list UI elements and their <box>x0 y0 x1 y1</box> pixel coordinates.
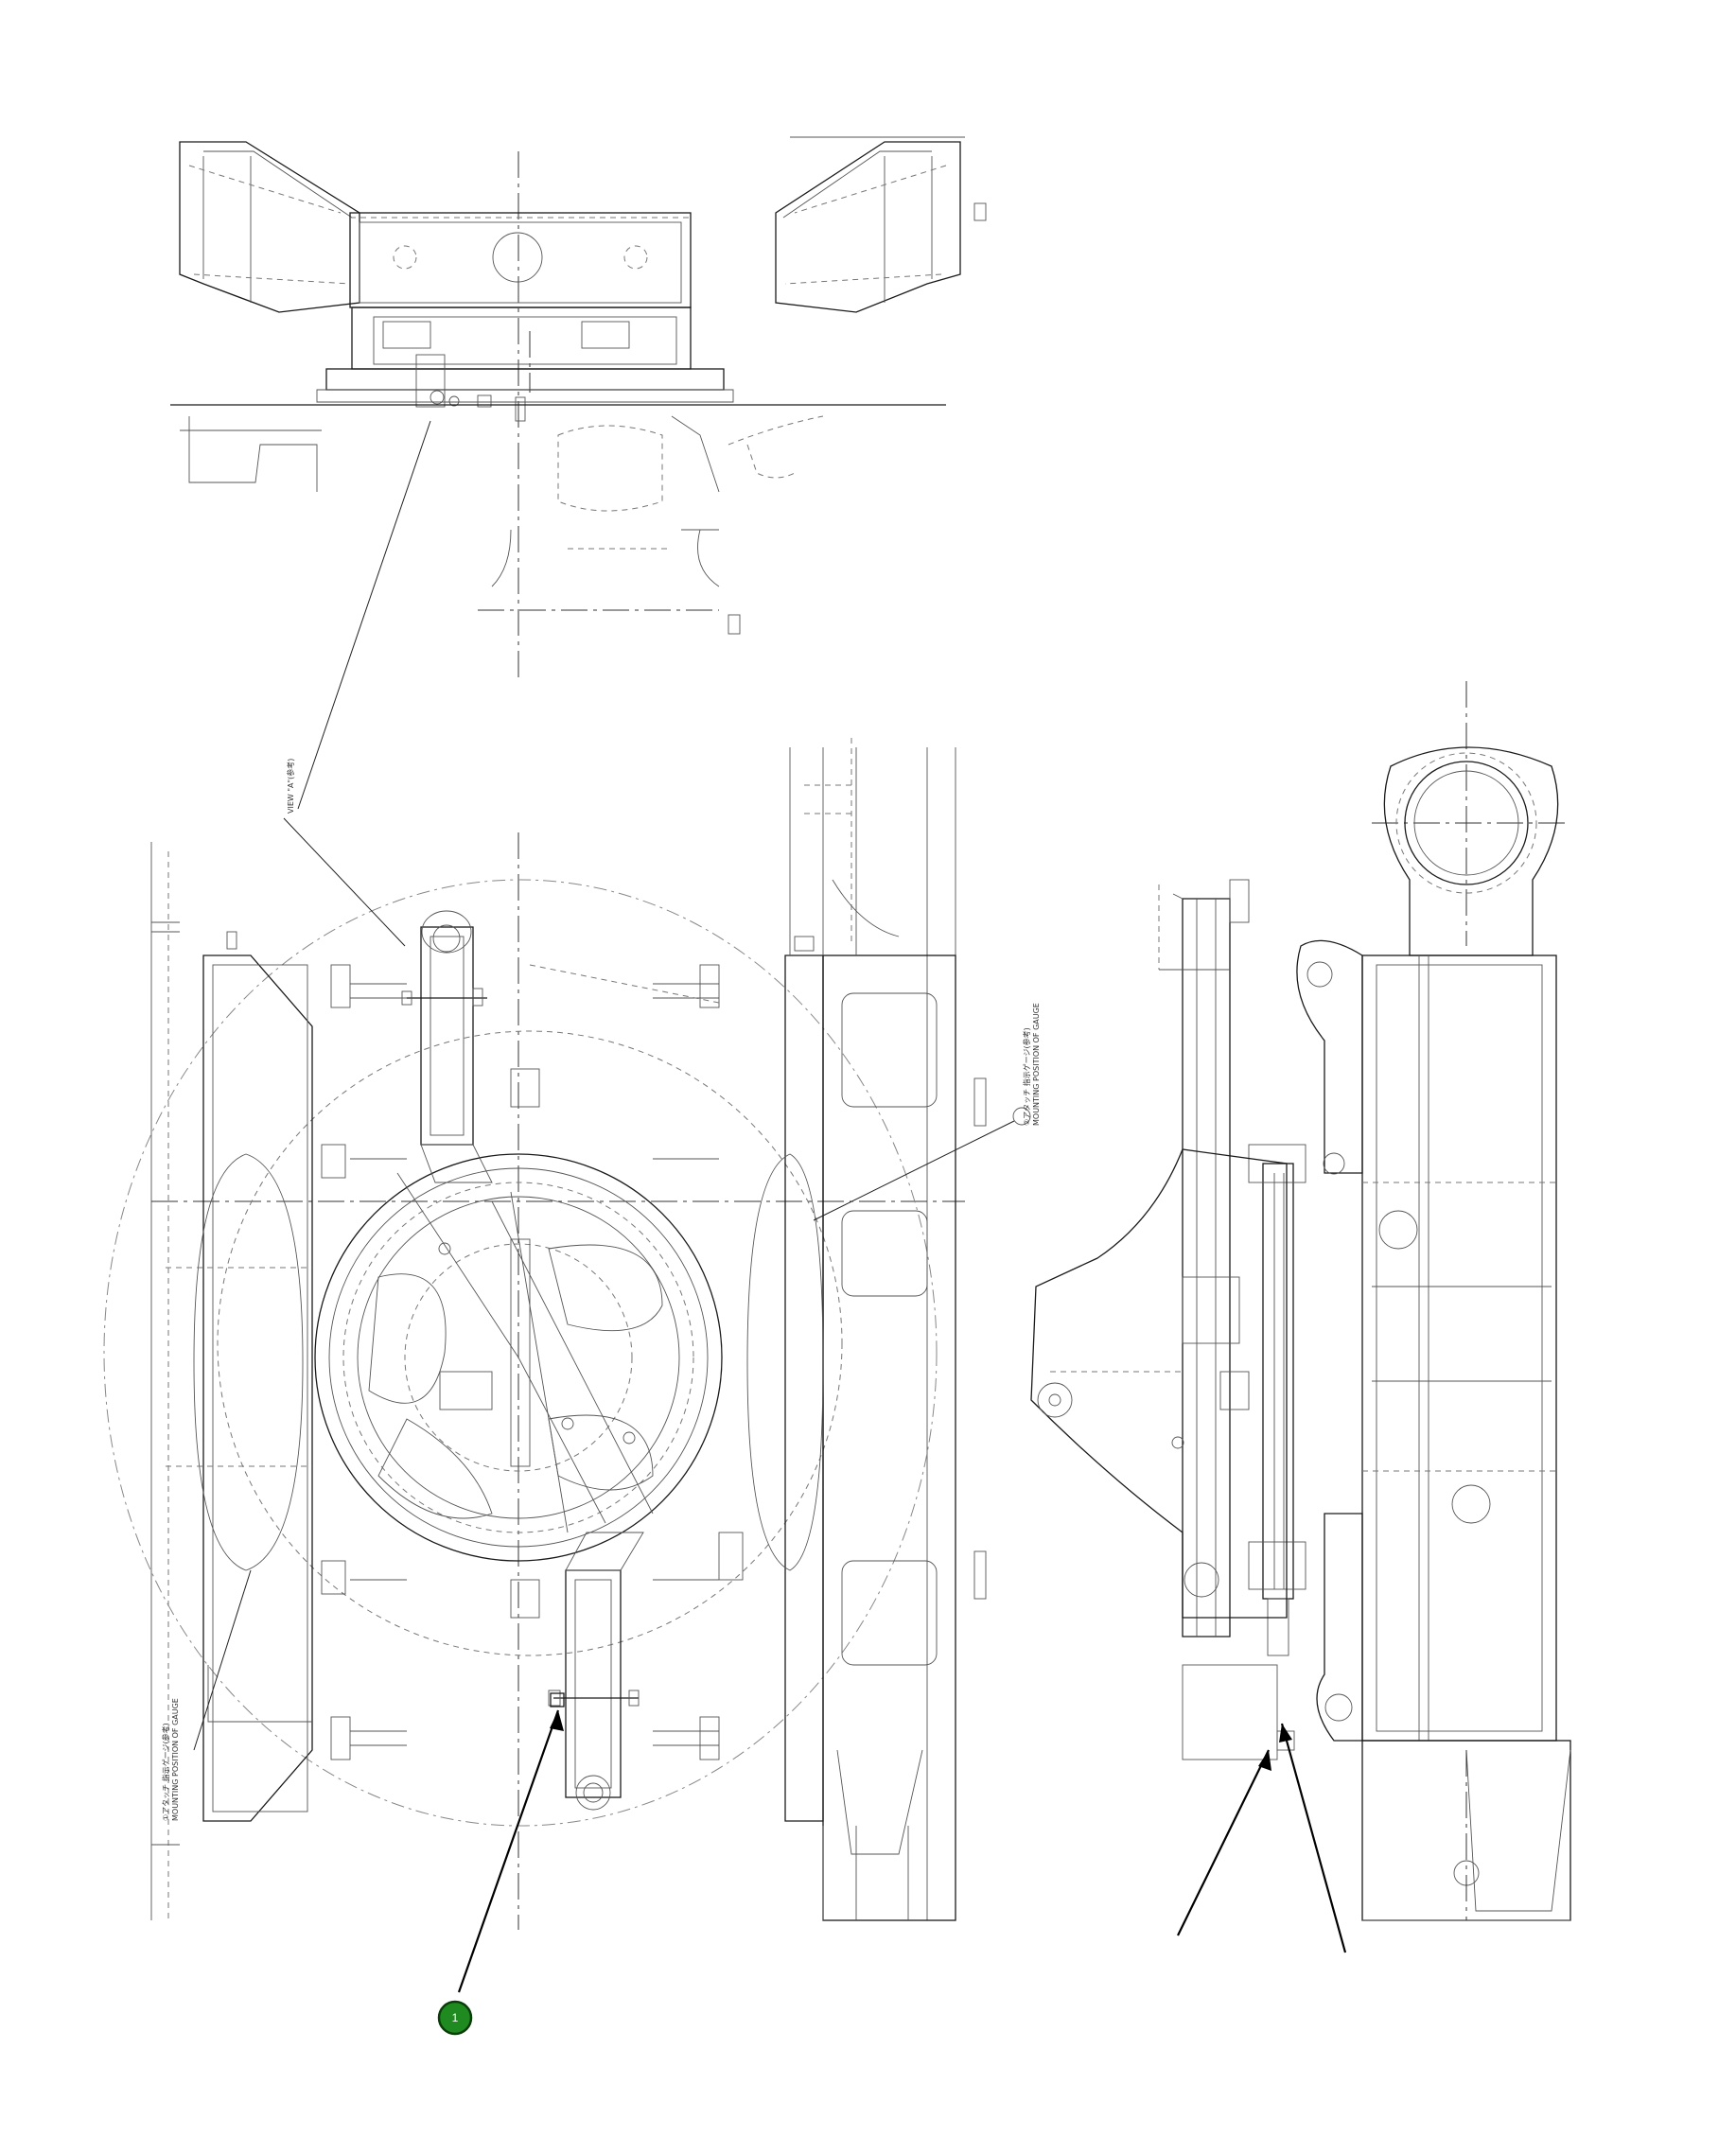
callout-number: 1 <box>452 2011 459 2024</box>
side-elevation-view <box>1030 681 1571 1921</box>
top-section-view <box>170 136 987 681</box>
svg-text:②アタッチ 指示ゲージ(参考): ②アタッチ 指示ゲージ(参考) <box>1022 1027 1031 1126</box>
callout-badge-1[interactable]: 1 <box>437 2000 473 2036</box>
bolt-rows <box>321 964 744 1760</box>
svg-text:VIEW "A"(参考): VIEW "A"(参考) <box>286 759 295 814</box>
svg-text:MOUNTING POSITION OF GAUGE: MOUNTING POSITION OF GAUGE <box>171 1698 180 1821</box>
svg-text:①アタッチ 指示ゲージ(参考): ①アタッチ 指示ゲージ(参考) <box>161 1723 170 1821</box>
main-plan-view: ①アタッチ 指示ゲージ(参考) MOUNTING POSITION OF GAU… <box>103 420 1041 1930</box>
callout-circle[interactable] <box>437 2000 473 2036</box>
svg-text:MOUNTING POSITION OF GAUGE: MOUNTING POSITION OF GAUGE <box>1032 1003 1041 1126</box>
callout-leaders <box>457 1692 1347 1993</box>
